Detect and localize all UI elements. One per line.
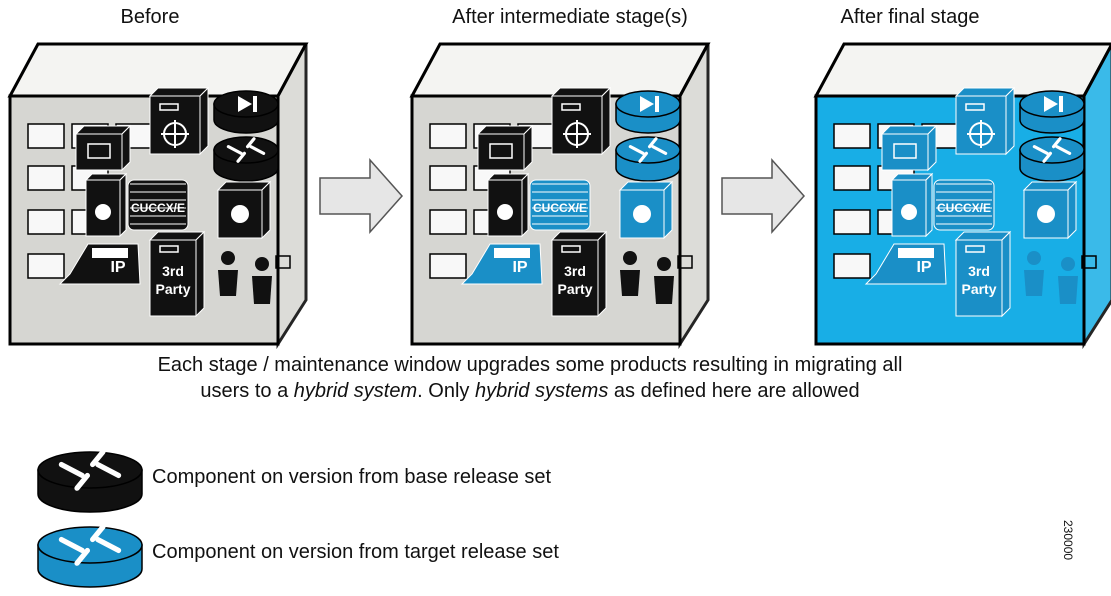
third-party-label-line2: Party bbox=[155, 281, 190, 297]
third-party-label-line1: 3rd bbox=[564, 263, 586, 279]
pbx-icon bbox=[476, 124, 534, 172]
l3-switch-icon bbox=[216, 180, 272, 240]
third-party-icon bbox=[954, 230, 1012, 318]
third-party-label-line1: 3rd bbox=[162, 263, 184, 279]
ip-phone-icon bbox=[460, 243, 543, 285]
users-icon bbox=[218, 251, 291, 304]
caption: Each stage / maintenance window upgrades… bbox=[157, 354, 903, 402]
cuccx-icon bbox=[933, 179, 995, 231]
legend-base: Component on version from base release s… bbox=[34, 446, 834, 516]
legend-base-label: Component on version from base release s… bbox=[152, 466, 552, 488]
media-proxy-icon bbox=[84, 172, 128, 238]
router-icon-base bbox=[37, 449, 143, 513]
l3-switch-icon bbox=[618, 180, 674, 240]
media-proxy-icon bbox=[486, 172, 530, 238]
third-party-label-line2: Party bbox=[557, 281, 592, 297]
users-icon bbox=[620, 251, 693, 304]
cuccx-icon bbox=[529, 179, 591, 231]
third-party-icon bbox=[148, 230, 206, 318]
pbx-icon bbox=[880, 124, 938, 172]
firewall-icon bbox=[1019, 90, 1085, 134]
cuccx-label: CUCCX/E bbox=[937, 201, 991, 215]
mp-label: MP bbox=[498, 207, 512, 217]
ip-phone-label: IP bbox=[110, 259, 125, 276]
server-icon bbox=[550, 86, 612, 156]
cuccx-label: CUCCX/E bbox=[533, 201, 587, 215]
users-icon bbox=[1024, 251, 1097, 304]
stage-title-before: Before bbox=[120, 6, 180, 28]
router-icon-target bbox=[37, 524, 143, 588]
firewall-icon bbox=[213, 90, 279, 134]
server-icon bbox=[148, 86, 210, 156]
router-icon bbox=[213, 136, 279, 182]
mp-label: MP bbox=[902, 207, 916, 217]
third-party-label-line2: Party bbox=[961, 281, 996, 297]
ip-phone-label: IP bbox=[916, 259, 931, 276]
figure-id: 230000 bbox=[1061, 520, 1075, 561]
arrow-1 bbox=[319, 158, 404, 234]
legend-target-label: Component on version from target release… bbox=[152, 541, 559, 563]
third-party-icon bbox=[550, 230, 608, 318]
mp-label: MP bbox=[96, 207, 110, 217]
cuccx-icon bbox=[127, 179, 189, 231]
router-icon bbox=[615, 136, 681, 182]
media-proxy-icon bbox=[890, 172, 934, 238]
ip-phone-label: IP bbox=[512, 259, 527, 276]
stage-title-intermediate: After intermediate stage(s) bbox=[452, 6, 688, 28]
legend-target: Component on version from target release… bbox=[34, 521, 834, 591]
ip-phone-icon bbox=[58, 243, 141, 285]
cuccx-label: CUCCX/E bbox=[131, 201, 185, 215]
stage-title-final: After final stage bbox=[840, 6, 980, 28]
server-icon bbox=[954, 86, 1016, 156]
arrow-2 bbox=[721, 158, 806, 234]
firewall-icon bbox=[615, 90, 681, 134]
pbx-icon bbox=[74, 124, 132, 172]
router-icon bbox=[1019, 136, 1085, 182]
l3-switch-icon bbox=[1022, 180, 1078, 240]
ip-phone-icon bbox=[864, 243, 947, 285]
third-party-label-line1: 3rd bbox=[968, 263, 990, 279]
